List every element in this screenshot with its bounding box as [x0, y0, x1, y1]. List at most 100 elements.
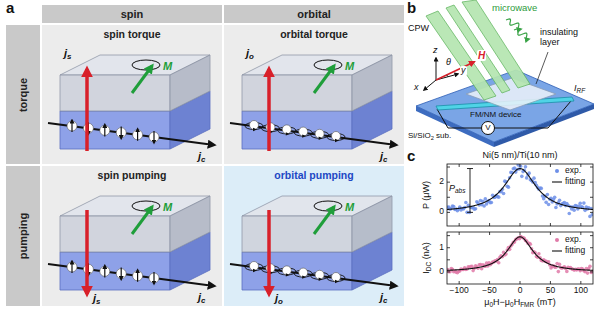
tick-mark: [550, 164, 551, 167]
data-point: [572, 208, 576, 212]
cell-heading: spin torque: [103, 29, 160, 41]
axis-symbol: z: [433, 46, 438, 56]
orbit-arrowhead: [253, 269, 257, 272]
current-symbol: jc: [198, 291, 205, 303]
tick-mark: [447, 197, 450, 198]
cell-background: [224, 25, 404, 164]
tick-label: 2: [439, 177, 444, 186]
tick-mark: [590, 247, 593, 248]
cell-background: [42, 25, 222, 164]
tick-label: −50: [482, 286, 496, 295]
carrier-ball: [299, 127, 308, 136]
nm-layer: [242, 111, 352, 149]
panel-cell: spin pumping: [42, 166, 222, 306]
column-header: orbital: [224, 5, 404, 23]
tick-label: 100: [574, 286, 588, 295]
legend-text: exp.: [565, 166, 581, 175]
data-point: [582, 201, 586, 205]
tick-mark: [520, 164, 521, 167]
magnetization-arrow: [132, 66, 152, 93]
header-text: spin: [121, 8, 144, 20]
tick-mark: [520, 232, 521, 235]
cell-heading: orbital pumping: [274, 170, 353, 182]
carrier-ball: [133, 130, 143, 140]
fm-layer: [60, 216, 170, 252]
cell-illustration: [42, 25, 222, 164]
tick-mark: [447, 259, 450, 260]
callout-label: microwave: [492, 3, 537, 13]
cell-heading: spin pumping: [98, 170, 167, 182]
current-symbol: js: [64, 47, 71, 59]
axis-symbol: y: [460, 66, 467, 76]
orbit-arrowhead: [286, 132, 290, 135]
legend-text: fitting: [565, 177, 585, 186]
carrier-ball: [332, 273, 341, 282]
angle-symbol: θ: [446, 58, 451, 68]
legend-entry: exp.: [551, 235, 581, 244]
spin-arrow: [104, 265, 105, 277]
orbit-arrowhead: [335, 139, 339, 142]
tick-mark: [447, 247, 450, 248]
tick-mark: [447, 167, 450, 168]
axis-title: P (μW): [422, 181, 432, 209]
cell-heading: orbital torque: [280, 29, 348, 41]
legend-sample: [551, 178, 563, 186]
signal-name: IRF: [574, 84, 585, 94]
field-symbol: H: [477, 50, 486, 61]
tick-mark: [520, 223, 521, 226]
magnetization-symbol: M: [345, 60, 354, 72]
cell-illustration: [42, 166, 222, 306]
fm-layer: [60, 75, 170, 111]
resonance-plots: [446, 163, 594, 284]
flow-current-arrow: [267, 69, 271, 151]
axis-title: μ0H−μ0HFMR (mT): [484, 298, 555, 308]
current-symbol: jc: [380, 150, 387, 162]
substrate: [416, 70, 594, 142]
cell-illustration: [224, 25, 404, 164]
data-point: [553, 196, 557, 200]
nm-layer: [60, 111, 170, 149]
axis-symbol: x: [414, 83, 419, 93]
data-point: [557, 270, 561, 274]
tick-label: 1: [439, 243, 444, 252]
tick-mark: [550, 281, 551, 284]
tick-mark: [459, 281, 460, 284]
spin-arrow: [71, 261, 72, 273]
data-point: [497, 195, 501, 199]
spin-arrow: [71, 120, 72, 132]
tick-mark: [447, 212, 450, 213]
nm-layer: [60, 252, 170, 290]
callout-label: insulating layer: [540, 28, 592, 48]
magnetization-arrow: [314, 66, 334, 93]
carrier-ball: [282, 125, 291, 134]
orbit-arrowhead: [319, 137, 323, 140]
tick-mark: [459, 223, 460, 226]
amplitude-bracket: [470, 169, 471, 213]
tick-label: 0: [439, 207, 444, 216]
legend-sample: [551, 236, 563, 244]
legend-entry: exp.: [551, 166, 581, 175]
header-text: torque: [17, 77, 29, 111]
panel-cell: orbital pumping: [224, 166, 404, 306]
plot-frame: [447, 164, 593, 226]
callout-label: Si/SiO2 sub.: [408, 132, 451, 141]
spin-arrow: [137, 129, 138, 141]
carrier-ball: [250, 262, 259, 271]
carrier-ball: [100, 125, 110, 135]
cell-background: [42, 166, 222, 306]
axis-arrow: [424, 80, 436, 90]
tick-mark: [580, 223, 581, 226]
tick-mark: [590, 197, 593, 198]
carrier-ball: [315, 270, 324, 279]
fm-layer-side: [352, 55, 392, 111]
header-text: orbital: [297, 8, 331, 20]
magnetization-arrow: [314, 207, 334, 234]
fm-layer: [242, 216, 352, 252]
carrier-ball: [67, 121, 77, 131]
data-point: [547, 203, 551, 207]
carrier-ball: [315, 129, 324, 138]
precession-orbit: [132, 60, 160, 70]
legend-line: [552, 181, 562, 182]
tick-label: 0: [439, 267, 444, 276]
tick-mark: [489, 164, 490, 167]
